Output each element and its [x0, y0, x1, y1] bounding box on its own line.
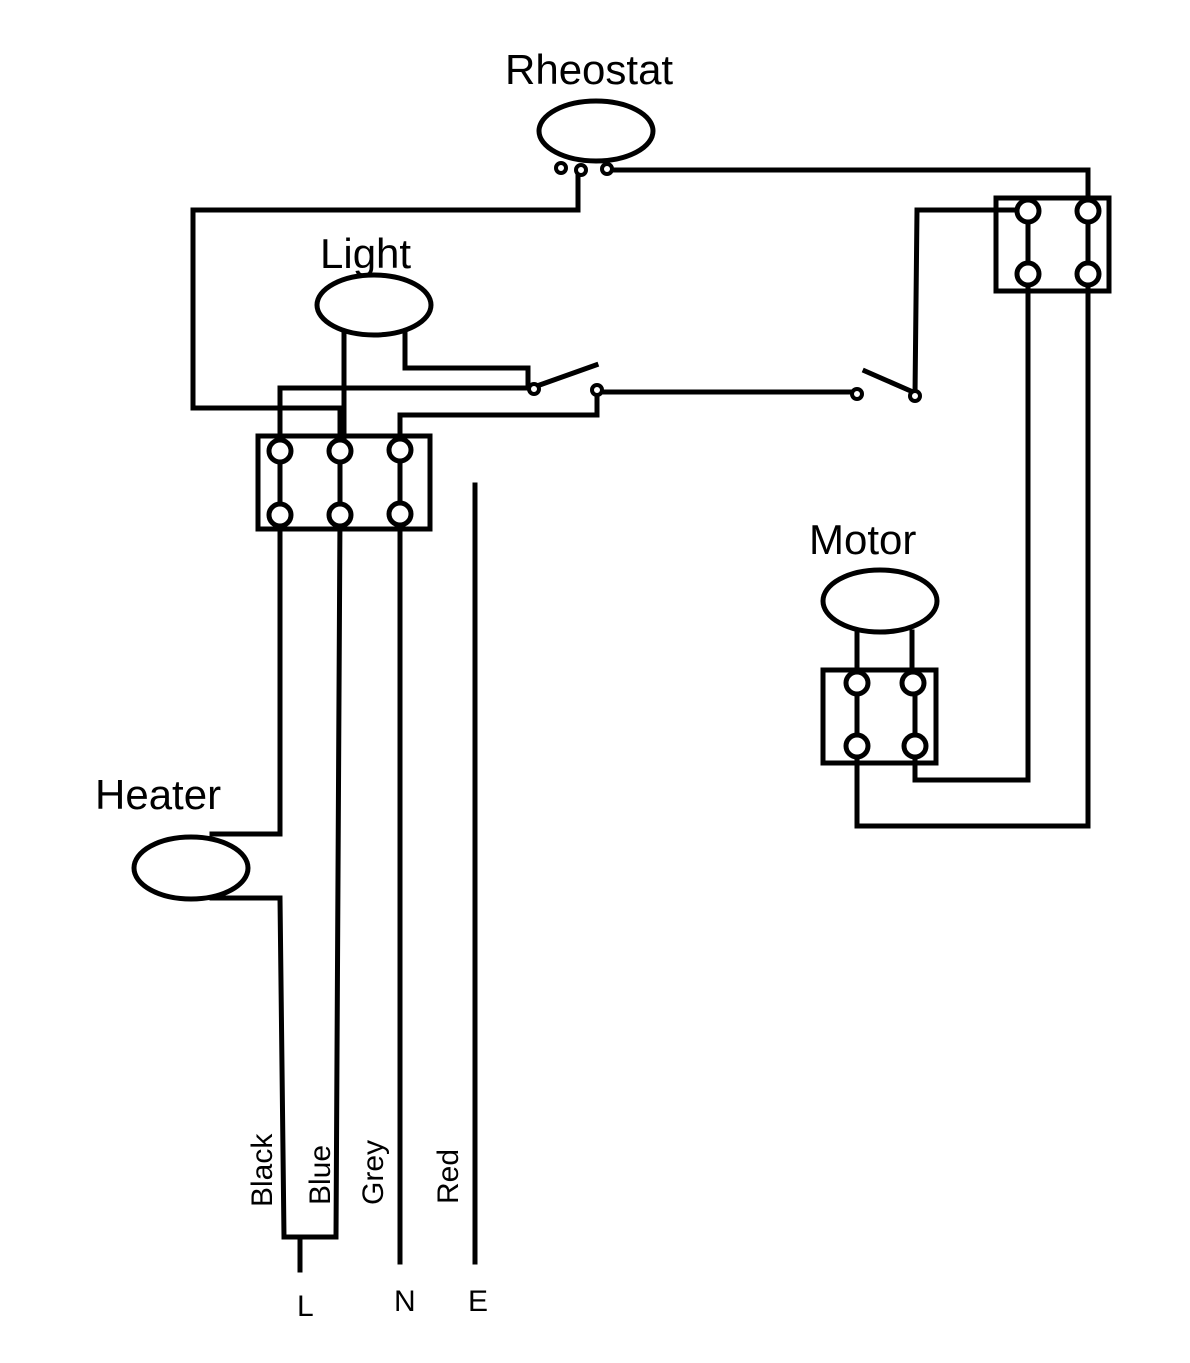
upper-terminal-block: [993, 195, 1112, 294]
wire-motor-block-to-motor-terminal-b: [854, 269, 1091, 829]
wire-label-grey: Grey: [357, 1140, 390, 1205]
wire-rheostat-to-motor-block: [605, 167, 1091, 213]
main-terminal-block-frame: [255, 433, 433, 532]
wire-motor-block-to-motor-terminal-a: [912, 269, 1031, 783]
terminal: [1074, 260, 1102, 288]
upper-terminal-block-frame: [993, 195, 1112, 294]
wire-main-block-to-switch-1: [277, 385, 531, 451]
wire-label-blue: Blue: [304, 1145, 337, 1205]
heater-label: Heater: [95, 771, 221, 818]
terminal: [266, 501, 294, 529]
switch-2: [850, 367, 922, 403]
wire-light-to-switch-1: [402, 331, 531, 391]
wire-switch-2-to-motor-block: [912, 207, 1031, 398]
switch-2-contact-b: [908, 389, 922, 403]
terminal: [386, 500, 414, 528]
main-terminal-block: [255, 433, 433, 532]
switch-1-contact-a: [527, 382, 541, 396]
switch-1-contact-b: [590, 383, 604, 397]
motor-terminal-block: [820, 667, 939, 766]
light-body: [314, 272, 434, 338]
terminal: [326, 437, 354, 465]
wire-blue: [297, 512, 343, 1240]
heater-body: [131, 834, 251, 902]
motor-body: [820, 567, 940, 635]
supply-label-live: L: [297, 1290, 314, 1323]
switch-1-blade: [530, 361, 600, 391]
rheostat-terminal: [554, 161, 568, 175]
terminal: [899, 669, 927, 697]
switch-2-blade: [861, 367, 917, 396]
terminal: [386, 436, 414, 464]
rheostat-body: [536, 98, 656, 164]
terminal: [326, 501, 354, 529]
terminal: [843, 732, 871, 760]
wire-label-red: Red: [432, 1149, 465, 1204]
rheostat-label: Rheostat: [505, 46, 673, 93]
terminal: [1014, 197, 1042, 225]
supply-label-earth: E: [468, 1285, 488, 1318]
motor-label: Motor: [809, 516, 916, 563]
wire-black: [209, 512, 283, 837]
wire-rheostat-to-main-block: [190, 167, 581, 451]
wire-label-black: Black: [246, 1133, 279, 1207]
rheostat-terminal: [600, 162, 614, 176]
motor-terminal-block-frame: [820, 667, 939, 766]
light-label: Light: [320, 230, 411, 277]
wire-black-lower: [209, 895, 303, 1240]
terminal: [843, 669, 871, 697]
terminal: [266, 437, 294, 465]
terminal: [1074, 197, 1102, 225]
wires: [190, 167, 1091, 1273]
terminal: [901, 732, 929, 760]
switch-2-contact-a: [850, 387, 864, 401]
rheostat: [536, 98, 656, 177]
wire-main-block-to-switch-1-right: [397, 389, 600, 451]
rheostat-terminal: [574, 163, 588, 177]
switch-1: [527, 361, 604, 397]
supply-label-neutral: N: [394, 1285, 416, 1318]
terminal: [1014, 260, 1042, 288]
